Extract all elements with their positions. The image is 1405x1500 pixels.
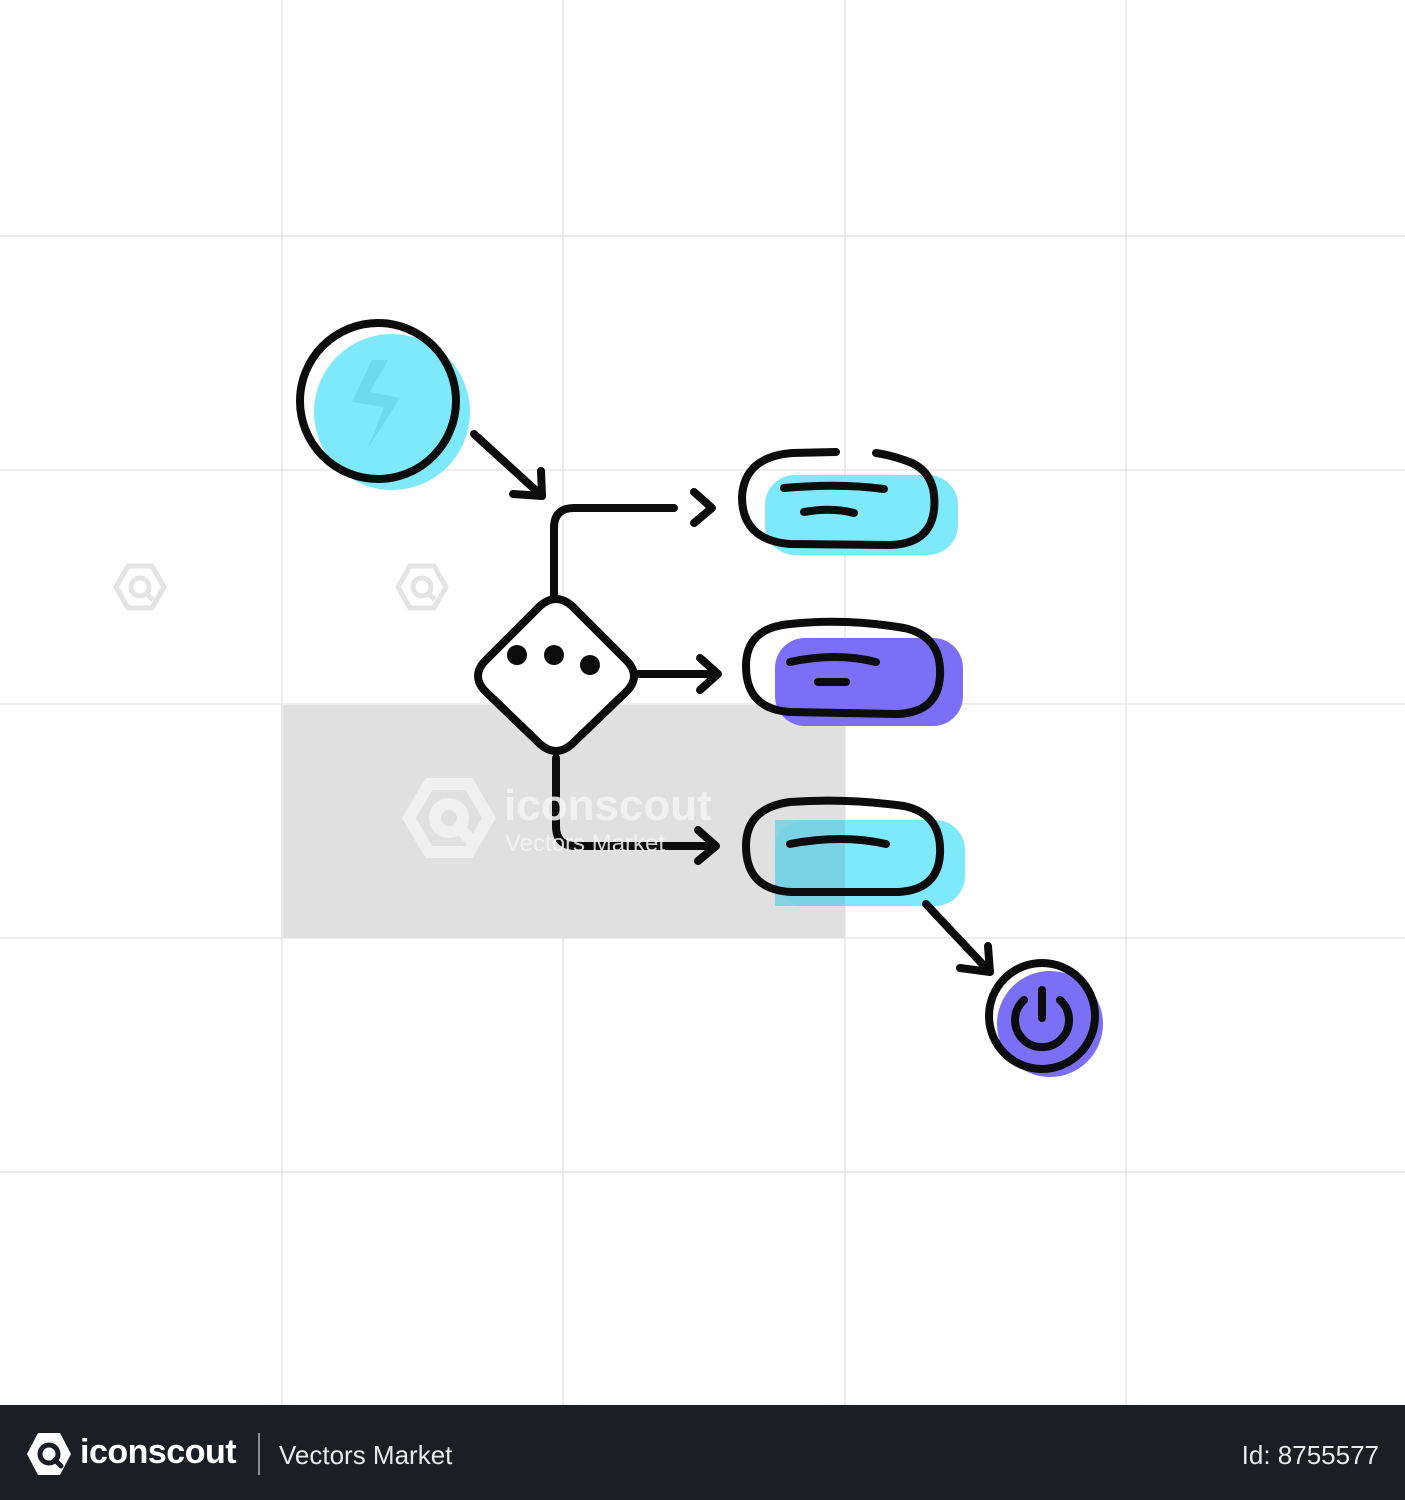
footer-brand[interactable]: iconscout — [80, 1433, 237, 1471]
watermark-logo-small-1 — [113, 563, 167, 611]
text-line-icon — [786, 835, 890, 848]
watermark-brand: iconscout — [504, 781, 712, 830]
footer-asset-id: Id: 8755577 — [1241, 1440, 1379, 1470]
arrow-start-to-decision — [470, 430, 546, 500]
ellipsis-icon — [507, 645, 600, 675]
attribution-footer: iconscout Vectors Market Id: 8755577 — [0, 1405, 1405, 1500]
watermark-logo-small-2 — [395, 563, 449, 611]
watermark-center: iconscout Vectors Market — [402, 778, 712, 858]
end-node — [985, 959, 1103, 1077]
watermark-author: Vectors Market — [505, 830, 665, 857]
start-node — [296, 319, 470, 490]
decision-node — [474, 595, 638, 755]
lightning-icon — [352, 360, 400, 448]
text-line-icon — [786, 653, 880, 666]
footer-divider — [258, 1433, 260, 1475]
arrow-process-to-end — [922, 900, 994, 976]
process-node-1 — [738, 448, 958, 555]
branch-connectors — [550, 488, 722, 865]
text-line-icon — [780, 481, 888, 493]
watermark-logo-icon — [402, 778, 496, 858]
process-node-3 — [742, 796, 965, 906]
footer-author[interactable]: Vectors Market — [279, 1440, 453, 1470]
process-node-2 — [742, 617, 963, 726]
background-grid — [0, 0, 1405, 1405]
power-icon — [1011, 986, 1073, 1052]
iconscout-logo-icon — [27, 1433, 71, 1475]
text-line-icon — [800, 505, 858, 517]
flowchart-illustration: iconscout Vectors Market — [0, 0, 1405, 1405]
